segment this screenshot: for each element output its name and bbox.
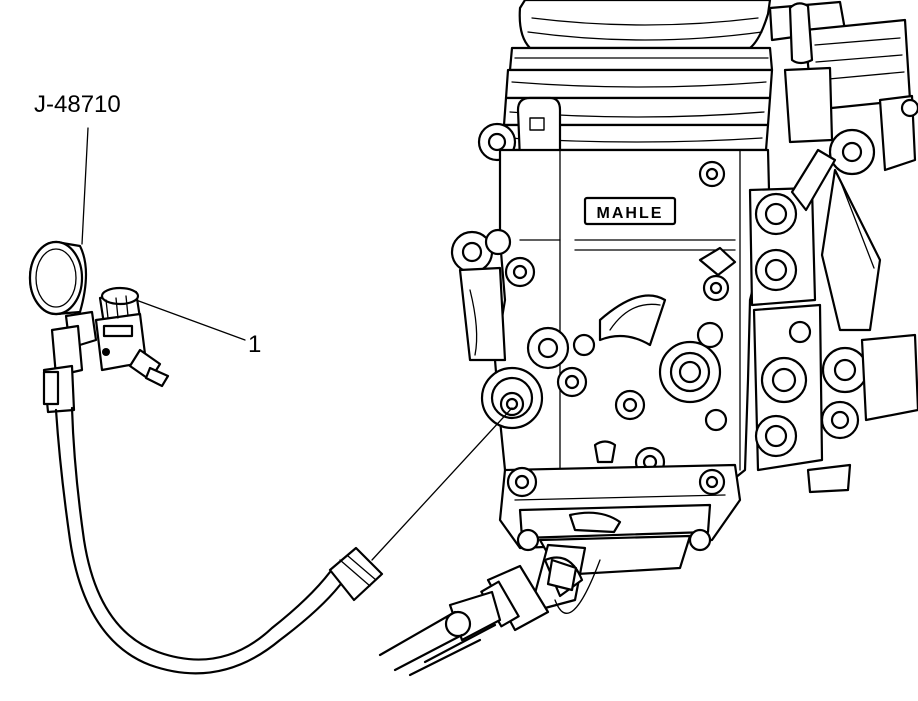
gauge-tee [42,310,98,414]
housing-body: MAHLE [493,148,772,492]
tool-label: J-48710 [34,91,121,118]
part-1-leader [135,299,246,341]
left-mount-bracket [450,228,536,362]
pressure-gauge-tool [28,240,384,675]
filter-cap [500,0,774,152]
leader-lines [81,127,513,561]
mahle-marking: MAHLE [597,205,664,222]
fuel-filter-housing-assembly: MAHLE [378,0,918,677]
lower-flange [498,463,742,577]
upper-right-pipework [768,0,918,176]
right-pipe-column [748,148,918,494]
gauge-dial [28,240,88,316]
regulator-valve [94,286,170,388]
gauge-hose [54,406,342,675]
test-port [480,366,544,430]
hose-fitting [328,546,384,602]
outlet-fuel-lines [378,543,601,677]
part-number-label: 1 [248,331,261,358]
hose-to-port-leader [371,407,513,561]
mahle-nameplate: MAHLE [583,196,677,226]
central-ports [526,321,728,478]
tool-label-leader [81,127,89,245]
